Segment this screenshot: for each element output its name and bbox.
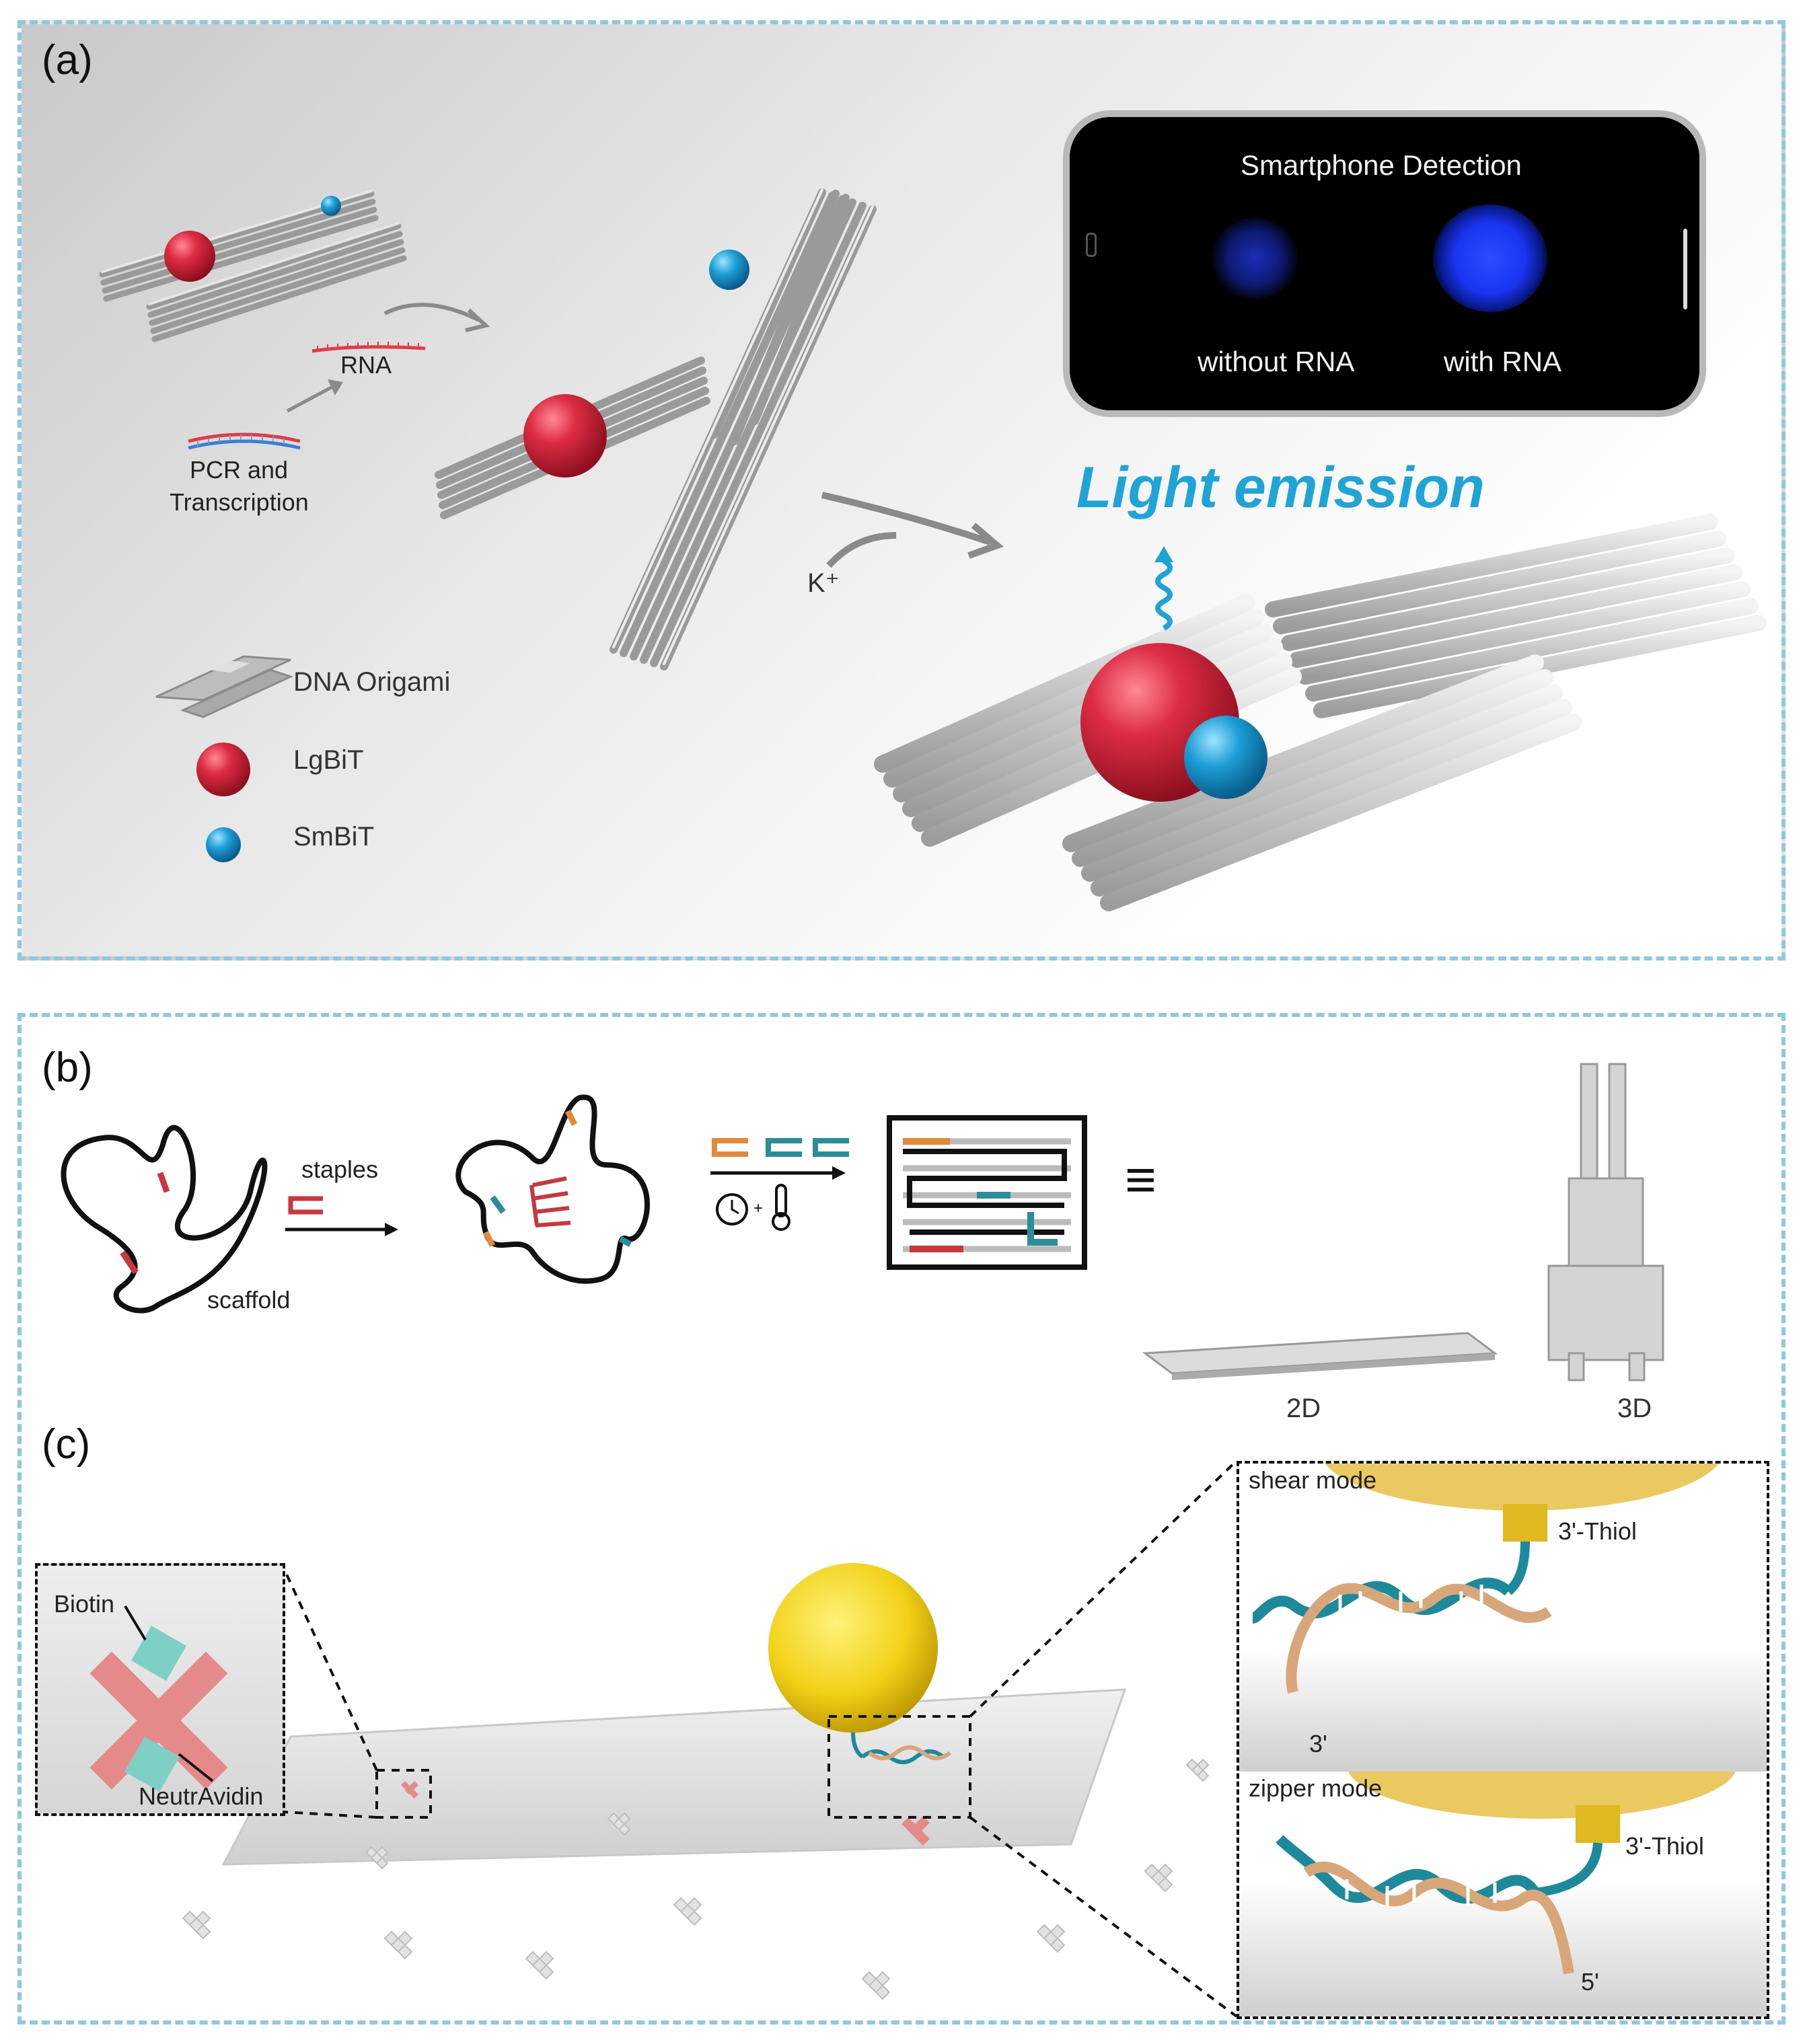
biotin-cube-bottom: [124, 1737, 180, 1792]
end-shear-label: 3': [1309, 1730, 1327, 1757]
legend-smbit-label: SmBiT: [293, 822, 374, 851]
origami-closed: [874, 514, 1767, 911]
thiol-linker-zipper: [1576, 1805, 1620, 1843]
zipper-mode-illustration: [1276, 1772, 1736, 1975]
label-3d: 3D: [1617, 1394, 1652, 1423]
pcr-label-line2: Transcription: [170, 488, 309, 516]
origami-surface: [221, 1688, 1127, 1866]
arrow-curve-1: [383, 303, 480, 322]
arrow-kplus: [821, 492, 992, 545]
panel-bc: (b) +: [17, 1013, 1786, 2024]
origami-small: [99, 190, 407, 342]
neutravidin-label: NeutrAvidin: [139, 1782, 264, 1810]
side-button: [1683, 229, 1687, 309]
gold-surface-zipper: [1348, 1772, 1736, 1819]
camera-icon: [1086, 233, 1097, 257]
scaffold-folded: [455, 1094, 650, 1284]
thiol-zipper-label: 3'-Thiol: [1625, 1832, 1704, 1860]
smbit-assembled: [1184, 716, 1267, 799]
zipper-mode-label: zipper mode: [1249, 1774, 1383, 1802]
staple-orange-icon: [712, 1138, 748, 1157]
thiol-shear-label: 3'-Thiol: [1558, 1517, 1637, 1545]
scaffold-loop: [61, 1125, 268, 1314]
gold-surface-shear: [1325, 1464, 1719, 1511]
biotin-neutravidin-illustration: [89, 1605, 228, 1792]
shear-mode-label: shear mode: [1249, 1466, 1377, 1494]
neutravidin-cross: [89, 1651, 228, 1790]
smbit-mid: [709, 250, 749, 290]
phone-without-label: without RNA: [1198, 346, 1355, 377]
pcr-label-line1: PCR and: [190, 456, 289, 484]
rna-label: RNA: [340, 351, 392, 379]
inset-biotin: Biotin NeutrAvidin: [35, 1563, 285, 1816]
panel-a-label: (a): [42, 37, 93, 83]
lgbit-small: [164, 231, 215, 282]
scaffold-label: scaffold: [207, 1286, 291, 1314]
legend-origami-label: DNA Origami: [293, 667, 451, 697]
shear-mode-illustration: [1251, 1464, 1719, 1694]
staple-bars: [529, 1176, 571, 1227]
origami-schematic: [887, 1115, 1087, 1270]
clock-icon: [716, 1193, 748, 1225]
dna-strand-tan-shear: [1286, 1583, 1552, 1694]
smbit-small: [321, 196, 341, 216]
zipper-mode-panel: zipper mode 3'-Thiol 5': [1239, 1772, 1767, 2016]
phone-with-label: with RNA: [1444, 346, 1562, 377]
kplus-label: K⁺: [807, 568, 840, 598]
panel-a: (a): [17, 20, 1786, 960]
emission-wave-icon: [1155, 558, 1173, 631]
staple-icon: [288, 1196, 323, 1215]
shear-mode-panel: shear mode 3'-Thiol 3': [1239, 1464, 1767, 1772]
staple-teal-icon-2: [813, 1138, 849, 1157]
smartphone: Smartphone Detection without RNA with RN…: [1063, 110, 1706, 417]
label-2d: 2D: [1286, 1394, 1321, 1423]
dsdna-template: [188, 432, 301, 450]
zoom-box-dna: [827, 1715, 971, 1819]
light-emission-label: Light emission: [1076, 455, 1485, 520]
legend-lgbit-label: LgBiT: [293, 745, 364, 775]
dna-strand-tan-zipper: [1303, 1861, 1574, 1975]
biotin-cube-top: [131, 1626, 186, 1681]
panel-b-label: (b): [42, 1045, 93, 1091]
panel-a-illustration: [99, 188, 1767, 911]
gold-bead: [768, 1563, 938, 1733]
rna-strand: [311, 345, 426, 353]
zoom-box-neutravidin: [375, 1769, 432, 1819]
biotin-label: Biotin: [54, 1590, 115, 1618]
panel-b-illustration: +: [61, 1063, 1664, 1381]
panel-c-illustration: [182, 1460, 1238, 2018]
staple-teal-icon-1: [766, 1138, 802, 1157]
equivalence-sign: ≡: [1125, 1149, 1156, 1209]
origami-3d-structure: [1547, 1063, 1664, 1381]
staples-label: staples: [301, 1156, 379, 1183]
glow-with-rna: [1433, 204, 1547, 312]
neutravidin-field: [182, 1758, 1210, 2000]
phone-title: Smartphone Detection: [1241, 149, 1522, 181]
end-zipper-label: 5': [1581, 1968, 1599, 1996]
neutravidin-marker: [401, 1781, 418, 1799]
legend-origami-icon: [155, 655, 294, 718]
arrow-pcr-rna: [286, 382, 339, 413]
neutravidin-highlight: [902, 1816, 930, 1846]
thermometer-icon: [775, 1184, 787, 1217]
inset-modes: shear mode 3'-Thiol 3' zipper mode 3'-Th…: [1237, 1461, 1769, 2019]
glow-without-rna: [1211, 218, 1298, 299]
lgbit-mid: [523, 394, 607, 478]
legend-smbit-icon: [206, 827, 241, 862]
panel-c-label: (c): [42, 1421, 91, 1468]
legend-lgbit-icon: [196, 743, 250, 796]
dna-duplex-small: [861, 1749, 945, 1764]
svg-text:+: +: [753, 1199, 763, 1217]
thiol-linker-shear: [1503, 1504, 1547, 1542]
